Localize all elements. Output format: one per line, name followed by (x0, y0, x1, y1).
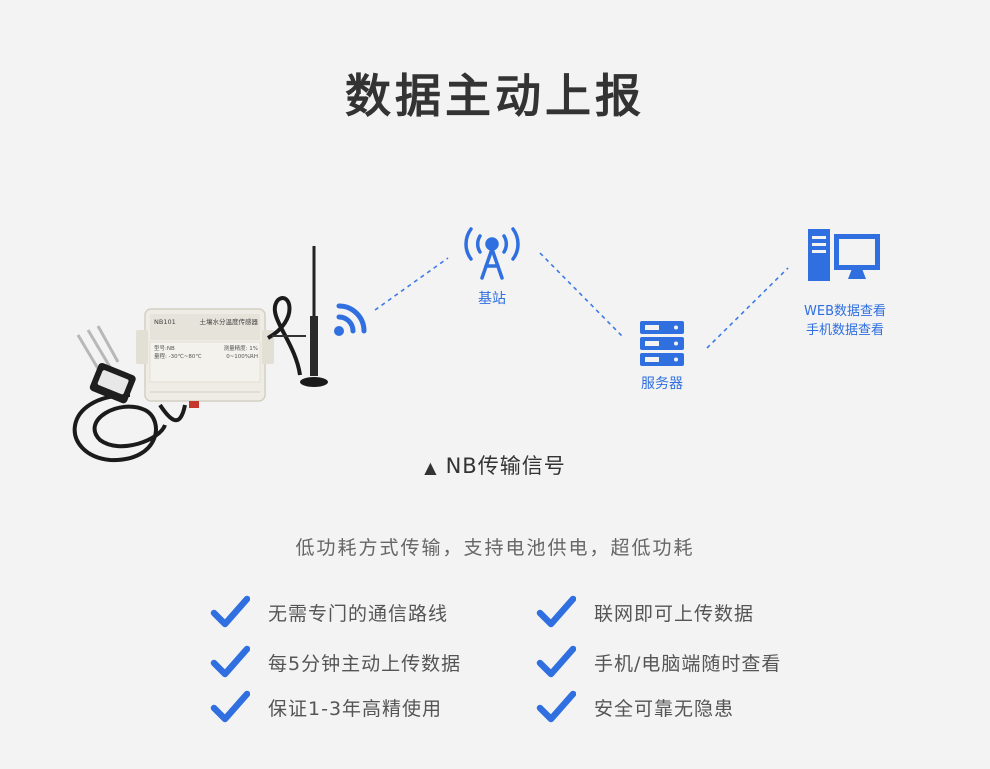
server-label: 服务器 (641, 376, 683, 392)
subtitle: 低功耗方式传输，支持电池供电，超低功耗 (295, 537, 695, 559)
check-icon (536, 645, 576, 678)
feature-item: 安全可靠无隐患 (536, 690, 734, 724)
device-spec-3: 量程: -30℃~80℃ (154, 354, 202, 360)
page-title: 数据主动上报 (345, 69, 645, 123)
tower-icon (464, 227, 520, 280)
device-spec-4: 0~100%RH (226, 354, 258, 360)
device-label-panel: NB101 土壤水分温度传感器 (154, 318, 258, 327)
triangle-marker: ▲ (424, 458, 438, 477)
mobile-view-label: 手机数据查看 (805, 323, 884, 338)
check-icon (210, 690, 250, 723)
feature-text: 手机/电脑端随时查看 (594, 652, 782, 675)
feature-item: 无需专门的通信路线 (210, 595, 448, 629)
check-icon (210, 645, 250, 678)
check-icon (536, 690, 576, 723)
device-name: 土壤水分温度传感器 (199, 318, 259, 326)
feature-text: 每5分钟主动上传数据 (268, 652, 462, 675)
feature-item: 联网即可上传数据 (536, 595, 754, 629)
feature-text: 保证1-3年高精使用 (268, 697, 443, 720)
web-view-label: WEB数据查看 (804, 304, 886, 319)
feature-text: 联网即可上传数据 (594, 602, 755, 625)
feature-item: 手机/电脑端随时查看 (536, 645, 781, 679)
computer-label: WEB数据查看 手机数据查看 (790, 302, 900, 340)
check-icon (210, 595, 250, 628)
feature-text: 无需专门的通信路线 (268, 602, 449, 625)
device-spec-panel: 型号:NB 测量精度: 1% 量程: -30℃~80℃ 0~100%RH (154, 345, 258, 361)
connector-server-computer (706, 267, 789, 349)
connector-tower-server (539, 252, 623, 337)
computer-icon (808, 229, 880, 281)
dashed-connectors (374, 252, 789, 349)
sensor-device-illustration (72, 246, 328, 463)
device-model: NB101 (154, 318, 176, 326)
check-icon (536, 595, 576, 628)
device-caption: ▲ NB传输信号 (0, 450, 990, 480)
caption-text: NB传输信号 (445, 454, 566, 478)
server-icon (640, 321, 684, 366)
feature-item: 保证1-3年高精使用 (210, 690, 442, 724)
device-spec-1: 型号:NB (154, 346, 175, 352)
feature-text: 安全可靠无隐患 (594, 697, 735, 720)
network-diagram (72, 227, 880, 463)
signal-waves-icon (334, 303, 367, 336)
feature-item: 每5分钟主动上传数据 (210, 645, 461, 679)
connector-device-tower (374, 257, 449, 311)
device-spec-2: 测量精度: 1% (223, 346, 258, 352)
tower-label: 基站 (478, 291, 506, 307)
